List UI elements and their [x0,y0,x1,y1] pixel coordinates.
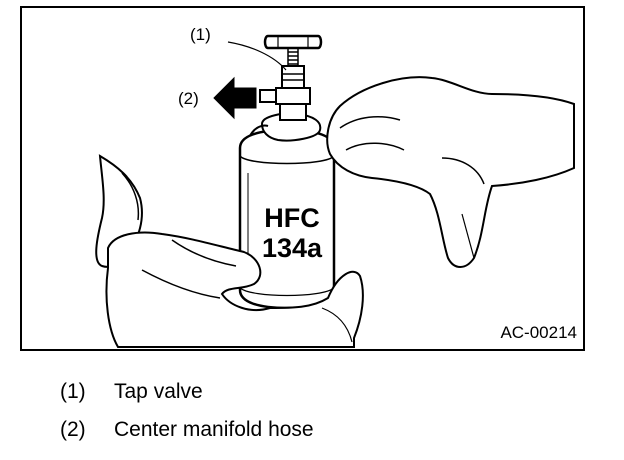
valve-stem [287,48,299,66]
right-hand [326,76,575,268]
left-hand [105,231,364,348]
legend-item-1-number: (1) [60,380,86,403]
can-label-line-2: 134a [261,233,323,263]
valve-handle [263,34,323,50]
legend-item-1-label: Tap valve [114,380,203,403]
legend-item-2-number: (2) [60,418,86,441]
figure-code: AC-00214 [500,323,577,342]
callout-2-label: (2) [178,89,199,108]
callout-1-label: (1) [190,25,211,44]
legend-item-2-label: Center manifold hose [114,418,314,441]
can-label-line-1: HFC [264,203,320,233]
legend-item-2: (2) Center manifold hose [60,418,314,442]
can-label: HFC 134a [252,203,332,263]
legend-item-1: (1) Tap valve [60,380,203,404]
callout-1-leader [227,41,287,71]
flow-direction-arrow [213,76,257,120]
figure-frame: (1) (2) HFC 134a AC-00214 [20,6,585,351]
refrigerant-can-illustration [95,34,575,348]
